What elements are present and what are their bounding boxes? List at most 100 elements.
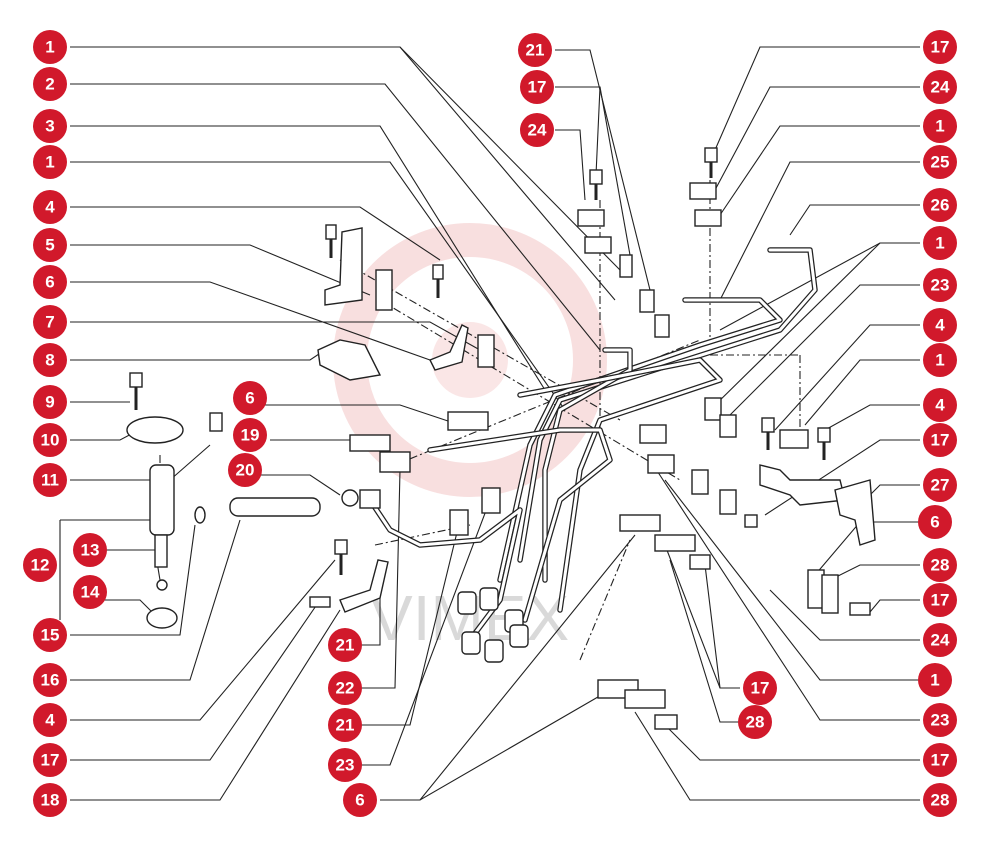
callout-badge: 4 [923, 388, 957, 422]
svg-text:26: 26 [931, 196, 950, 215]
callout-badge: 16 [33, 663, 67, 697]
callout-badge: 17 [923, 30, 957, 64]
svg-text:16: 16 [41, 671, 60, 690]
callout-badge: 6 [233, 381, 267, 415]
callout-badge: 15 [33, 618, 67, 652]
callout-badge: 6 [918, 505, 952, 539]
svg-text:8: 8 [45, 351, 54, 370]
svg-text:23: 23 [336, 756, 355, 775]
svg-text:1: 1 [45, 38, 54, 57]
callout-badge: 19 [233, 418, 267, 452]
svg-text:19: 19 [241, 426, 260, 445]
leader-lines [59, 46, 920, 801]
svg-text:1: 1 [45, 153, 54, 172]
callout-badge: 17 [923, 743, 957, 777]
callout-badge: 9 [33, 385, 67, 419]
svg-text:24: 24 [931, 631, 950, 650]
svg-text:15: 15 [41, 626, 60, 645]
callout-badge: 7 [33, 305, 67, 339]
callout-badge: 4 [33, 703, 67, 737]
callout-badge: 21 [518, 33, 552, 67]
svg-text:1: 1 [935, 234, 944, 253]
svg-text:17: 17 [931, 38, 950, 57]
svg-text:11: 11 [41, 471, 59, 490]
svg-text:5: 5 [45, 236, 54, 255]
svg-text:21: 21 [336, 716, 355, 735]
svg-text:7: 7 [45, 313, 54, 332]
svg-text:1: 1 [935, 351, 944, 370]
callout-badge: 17 [923, 423, 957, 457]
callout-badge: 1 [918, 663, 952, 697]
callout-badge: 10 [33, 423, 67, 457]
callout-badge: 27 [923, 468, 957, 502]
svg-text:3: 3 [45, 117, 54, 136]
callout-badge: 24 [520, 113, 554, 147]
svg-text:23: 23 [931, 711, 950, 730]
callout-badge: 5 [33, 228, 67, 262]
pipe-union-nuts [457, 587, 529, 663]
svg-text:1: 1 [935, 117, 944, 136]
callout-badge: 4 [923, 308, 957, 342]
callout-badge: 17 [520, 70, 554, 104]
callout-badge: 17 [743, 671, 777, 705]
svg-text:28: 28 [931, 791, 950, 810]
callout-badge: 13 [73, 533, 107, 567]
svg-text:17: 17 [751, 679, 770, 698]
callout-badge: 4 [33, 190, 67, 224]
svg-text:4: 4 [45, 711, 55, 730]
svg-text:25: 25 [931, 153, 950, 172]
svg-text:1: 1 [930, 671, 939, 690]
svg-text:21: 21 [526, 41, 545, 60]
callout-badge: 6 [33, 265, 67, 299]
svg-text:18: 18 [41, 791, 60, 810]
svg-text:10: 10 [41, 431, 60, 450]
svg-text:6: 6 [355, 791, 364, 810]
callout-badge: 1 [923, 343, 957, 377]
svg-text:17: 17 [931, 751, 950, 770]
svg-text:28: 28 [931, 556, 950, 575]
svg-text:13: 13 [81, 541, 100, 560]
callout-badge: 23 [923, 268, 957, 302]
callout-badge: 6 [343, 783, 377, 817]
callout-badge: 24 [923, 623, 957, 657]
callout-badge: 21 [328, 708, 362, 742]
callout-badge: 28 [923, 783, 957, 817]
callout-badge: 3 [33, 109, 67, 143]
callout-badge: 23 [923, 703, 957, 737]
callout-badge: 1 [33, 30, 67, 64]
svg-text:24: 24 [528, 121, 547, 140]
callout-badge: 17 [33, 743, 67, 777]
svg-text:14: 14 [81, 583, 100, 602]
svg-text:9: 9 [45, 393, 54, 412]
callout-badge: 1 [923, 109, 957, 143]
callout-badge: 23 [328, 748, 362, 782]
svg-text:20: 20 [236, 461, 255, 480]
svg-text:4: 4 [935, 396, 945, 415]
injection-pipe-harness [367, 247, 818, 643]
callout-badge: 28 [923, 548, 957, 582]
svg-text:17: 17 [528, 78, 547, 97]
svg-text:28: 28 [746, 713, 765, 732]
callout-badge: 28 [738, 705, 772, 739]
callout-badge: 14 [73, 575, 107, 609]
svg-text:4: 4 [45, 198, 55, 217]
callout-badge: 2 [33, 67, 67, 101]
callout-badge: 17 [923, 583, 957, 617]
svg-text:12: 12 [31, 556, 50, 575]
svg-text:6: 6 [245, 389, 254, 408]
svg-text:17: 17 [41, 751, 60, 770]
svg-text:6: 6 [930, 513, 939, 532]
svg-text:2: 2 [45, 75, 54, 94]
callout-badge: 12 [23, 548, 57, 582]
callout-badge: 25 [923, 145, 957, 179]
callout-badge: 24 [923, 70, 957, 104]
svg-text:17: 17 [931, 431, 950, 450]
svg-text:23: 23 [931, 276, 950, 295]
svg-text:27: 27 [931, 476, 950, 495]
small-parts [126, 147, 876, 730]
callout-badge: 21 [328, 628, 362, 662]
svg-text:21: 21 [336, 636, 355, 655]
svg-text:17: 17 [931, 591, 950, 610]
callout-badge: 1 [923, 226, 957, 260]
